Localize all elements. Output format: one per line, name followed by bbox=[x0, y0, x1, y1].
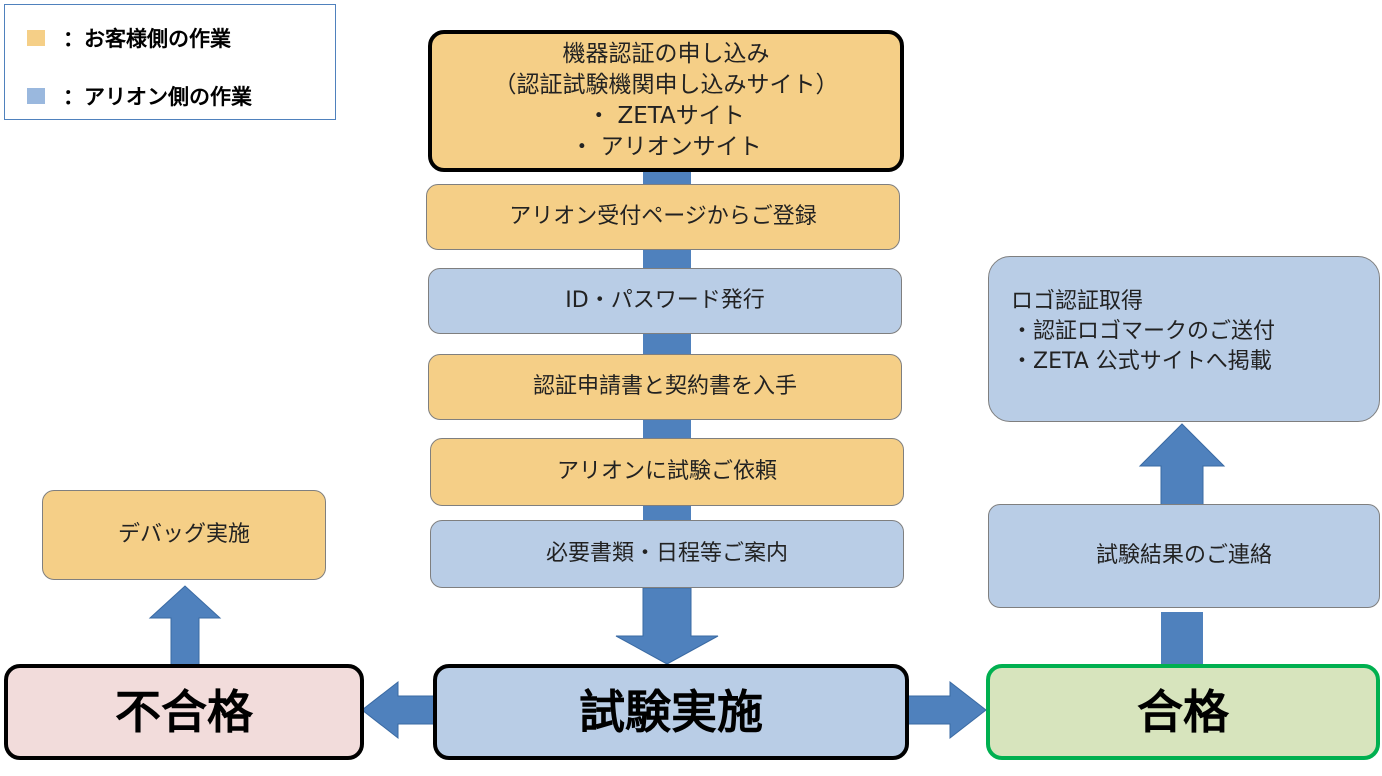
legend-arion-label: ：アリオン側の作業 bbox=[63, 85, 252, 109]
legend-customer: ：お客様側の作業 bbox=[27, 23, 231, 53]
step-register: アリオン受付ページからご登録 bbox=[426, 184, 900, 250]
step-logo: ロゴ認証取得 ・認証ロゴマークのご送付 ・ZETA 公式サイトへ掲載 bbox=[988, 256, 1380, 422]
pass-label: 合格 bbox=[1137, 685, 1229, 739]
legend: ：お客様側の作業 ：アリオン側の作業 bbox=[4, 4, 336, 120]
step-guide: 必要書類・日程等ご案内 bbox=[430, 520, 904, 588]
step-id-issue: ID・パスワード発行 bbox=[428, 268, 902, 334]
arrow-to-debug bbox=[148, 585, 222, 667]
step-docs: 認証申請書と契約書を入手 bbox=[428, 354, 902, 420]
guide-label: 必要書類・日程等ご案内 bbox=[545, 541, 788, 566]
step-apply: 機器認証の申し込み （認証試験機関申し込みサイト） ・ ZETAサイト ・ アリ… bbox=[428, 30, 904, 172]
debug-label: デバッグ実施 bbox=[117, 522, 250, 547]
legend-arion: ：アリオン側の作業 bbox=[27, 81, 252, 111]
test-label: 試験実施 bbox=[579, 685, 763, 739]
logo-line2: ・認証ロゴマークのご送付 bbox=[1011, 319, 1276, 344]
arrow-to-fail bbox=[361, 680, 437, 740]
step-test: 試験実施 bbox=[433, 664, 909, 760]
step-pass: 合格 bbox=[986, 664, 1380, 760]
logo-line1: ロゴ認証取得 bbox=[1011, 289, 1144, 314]
request-label: アリオンに試験ご依頼 bbox=[556, 459, 777, 484]
arrow-to-logo bbox=[1138, 423, 1226, 507]
fail-label: 不合格 bbox=[115, 685, 253, 739]
id-issue-label: ID・パスワード発行 bbox=[565, 288, 765, 313]
apply-line1: 機器認証の申し込み bbox=[562, 41, 770, 67]
arrow-to-result bbox=[1161, 612, 1203, 666]
step-fail: 不合格 bbox=[4, 664, 364, 760]
arrow-to-pass bbox=[907, 680, 987, 740]
step-debug: デバッグ実施 bbox=[42, 490, 326, 580]
apply-line2: （認証試験機関申し込みサイト） bbox=[493, 72, 839, 98]
arion-swatch bbox=[27, 88, 45, 104]
step-result: 試験結果のご連絡 bbox=[988, 504, 1380, 608]
result-label: 試験結果のご連絡 bbox=[1095, 543, 1272, 568]
legend-customer-label: ：お客様側の作業 bbox=[63, 27, 231, 51]
register-label: アリオン受付ページからご登録 bbox=[509, 204, 817, 229]
arrow-to-test bbox=[615, 587, 719, 665]
customer-swatch bbox=[27, 30, 45, 46]
apply-line3: ・ ZETAサイト bbox=[587, 103, 745, 129]
step-request: アリオンに試験ご依頼 bbox=[430, 438, 904, 506]
docs-label: 認証申請書と契約書を入手 bbox=[532, 374, 797, 399]
logo-line3: ・ZETA 公式サイトへ掲載 bbox=[1011, 349, 1272, 374]
apply-line4: ・ アリオンサイト bbox=[570, 134, 762, 160]
